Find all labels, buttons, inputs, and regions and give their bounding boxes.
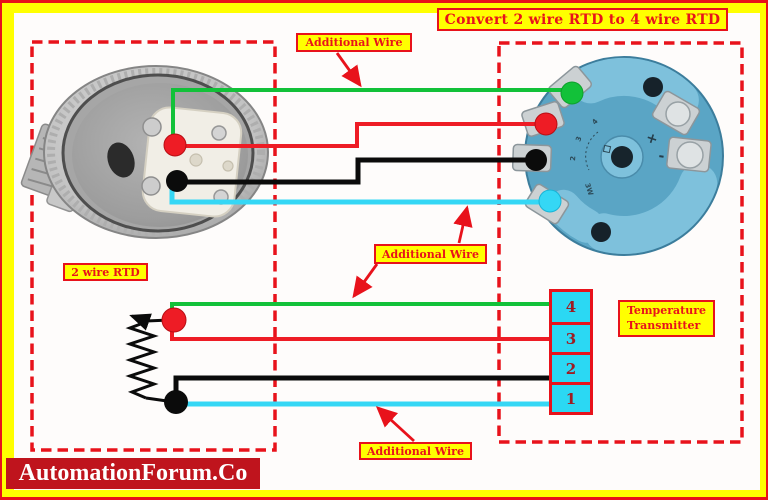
additional-wire-label-middle: Additional Wire (374, 244, 487, 264)
terminal-3: 3 (549, 322, 593, 355)
bottom-wing (584, 164, 718, 254)
dial-square-mark (602, 144, 612, 154)
watermark-banner: AutomationForum.Co (6, 458, 260, 489)
minus-terminal-screw (676, 141, 704, 169)
knurled-rim (47, 68, 265, 236)
dial-number-2: 2 (569, 156, 577, 162)
rtd-boundary-box (30, 40, 277, 452)
wire-black-bottom (173, 375, 553, 400)
minus-sign: - (657, 148, 665, 165)
plus-sign: + (644, 130, 660, 149)
terminal-screw (211, 125, 227, 141)
wire-green-top (171, 88, 570, 150)
transmitter-green-terminal-dot (560, 81, 584, 105)
center-hole (611, 146, 633, 168)
transmitter-red-terminal-dot (534, 112, 558, 136)
callout-arrow-bottom (375, 406, 415, 443)
terminal-screw (141, 176, 161, 196)
terminal-4: 4 (549, 289, 593, 325)
terminal-2: 2 (549, 352, 593, 385)
rtd-head-black-terminal-dot (166, 170, 188, 192)
terminal-block: 4 3 2 1 (549, 289, 593, 415)
additional-wire-label-top: Additional Wire (296, 33, 412, 52)
terminal-1: 1 (549, 382, 593, 415)
wire-red-top (176, 122, 545, 148)
rtd-head-photo (20, 65, 269, 239)
temperature-transmitter-label: Temperature Transmitter (618, 300, 715, 337)
callout-arrow-top (335, 52, 362, 88)
mounting-hole (643, 77, 663, 97)
schematic-black-terminal-dot (164, 390, 188, 414)
plus-terminal-screw (665, 101, 691, 127)
left-wing (546, 189, 604, 243)
callout-arrow-middle-up (453, 205, 473, 244)
mounting-hole (591, 222, 611, 242)
wire-red-bottom (170, 322, 553, 341)
wire-black-top (178, 157, 535, 185)
transmitter-black-terminal-dot (525, 149, 547, 171)
schematic-red-terminal-dot (161, 307, 187, 333)
cable-entry-hole (107, 142, 135, 178)
callout-arrow-middle-down (352, 263, 379, 299)
diagram-title: Convert 2 wire RTD to 4 wire RTD (437, 8, 728, 31)
rtd-head-red-terminal-dot (163, 133, 187, 157)
wire-green-bottom (170, 302, 553, 318)
two-wire-rtd-label: 2 wire RTD (63, 263, 148, 281)
transmitter-photo: + - 4 3 2 3W (511, 56, 724, 256)
additional-wire-label-bottom: Additional Wire (359, 442, 472, 460)
dial-number-3: 3 (574, 135, 583, 142)
dial-number-4: 4 (591, 117, 600, 126)
transmitter-cyan-terminal-dot (538, 189, 562, 213)
temperature-transmitter-label-line2: Transmitter (627, 318, 701, 332)
mode-label-3w: 3W (583, 182, 595, 197)
transmitter-boundary-box (497, 41, 744, 444)
terminal-screw (142, 117, 162, 137)
temperature-transmitter-label-line1: Temperature (627, 303, 707, 317)
